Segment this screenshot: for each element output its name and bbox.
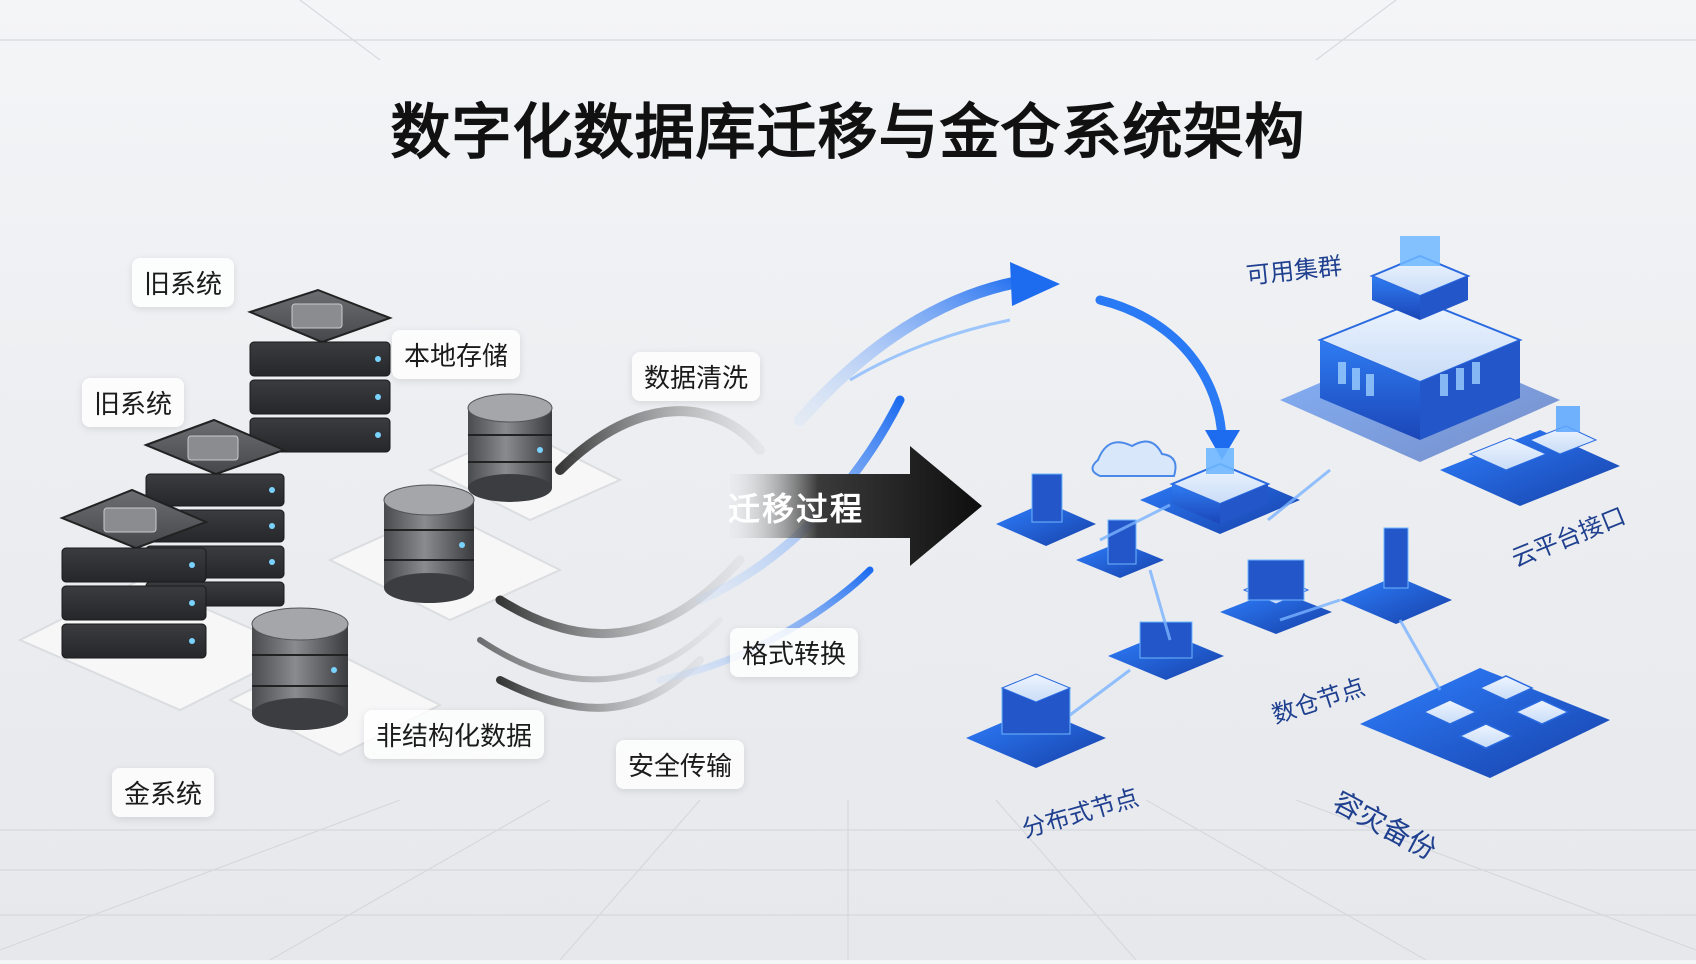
database-cylinder-top xyxy=(467,393,553,502)
swoosh-arrowhead-upper xyxy=(1010,262,1060,306)
label-migration-process: 迁移过程 xyxy=(728,490,865,528)
node-connectors xyxy=(1069,468,1442,717)
database-cylinder-middle xyxy=(383,484,475,603)
label-data-cleaning: 数据清洗 xyxy=(632,352,761,401)
warehouse-node xyxy=(1220,559,1332,634)
server-stack-back xyxy=(247,288,393,453)
label-secure-transfer: 安全传输 xyxy=(616,740,745,789)
migration-arrow xyxy=(730,446,982,566)
storage-node-right xyxy=(1340,527,1452,624)
server-stack-front xyxy=(59,488,209,659)
ha-cluster-building xyxy=(1280,236,1560,462)
dr-backup-module xyxy=(1360,668,1610,778)
page-title: 数字化数据库迁移与金仓系统架构 xyxy=(390,98,1306,168)
label-local-storage: 本地存储 xyxy=(392,330,521,379)
swoosh-arrowhead-down xyxy=(1205,430,1240,460)
center-node xyxy=(1140,448,1300,534)
legacy-flow-swooshes xyxy=(477,406,765,712)
edge-node-left xyxy=(996,440,1177,578)
distributed-node-group xyxy=(966,621,1224,768)
label-format-conversion: 格式转换 xyxy=(730,628,859,677)
label-jin-system: 金系统 xyxy=(112,768,215,817)
cloud-api-module xyxy=(1440,406,1620,506)
database-cylinder-bottom xyxy=(251,607,349,730)
label-unstructured-data: 非结构化数据 xyxy=(364,710,545,759)
label-old-system-1: 旧系统 xyxy=(132,258,235,307)
label-old-system-2: 旧系统 xyxy=(82,378,185,427)
